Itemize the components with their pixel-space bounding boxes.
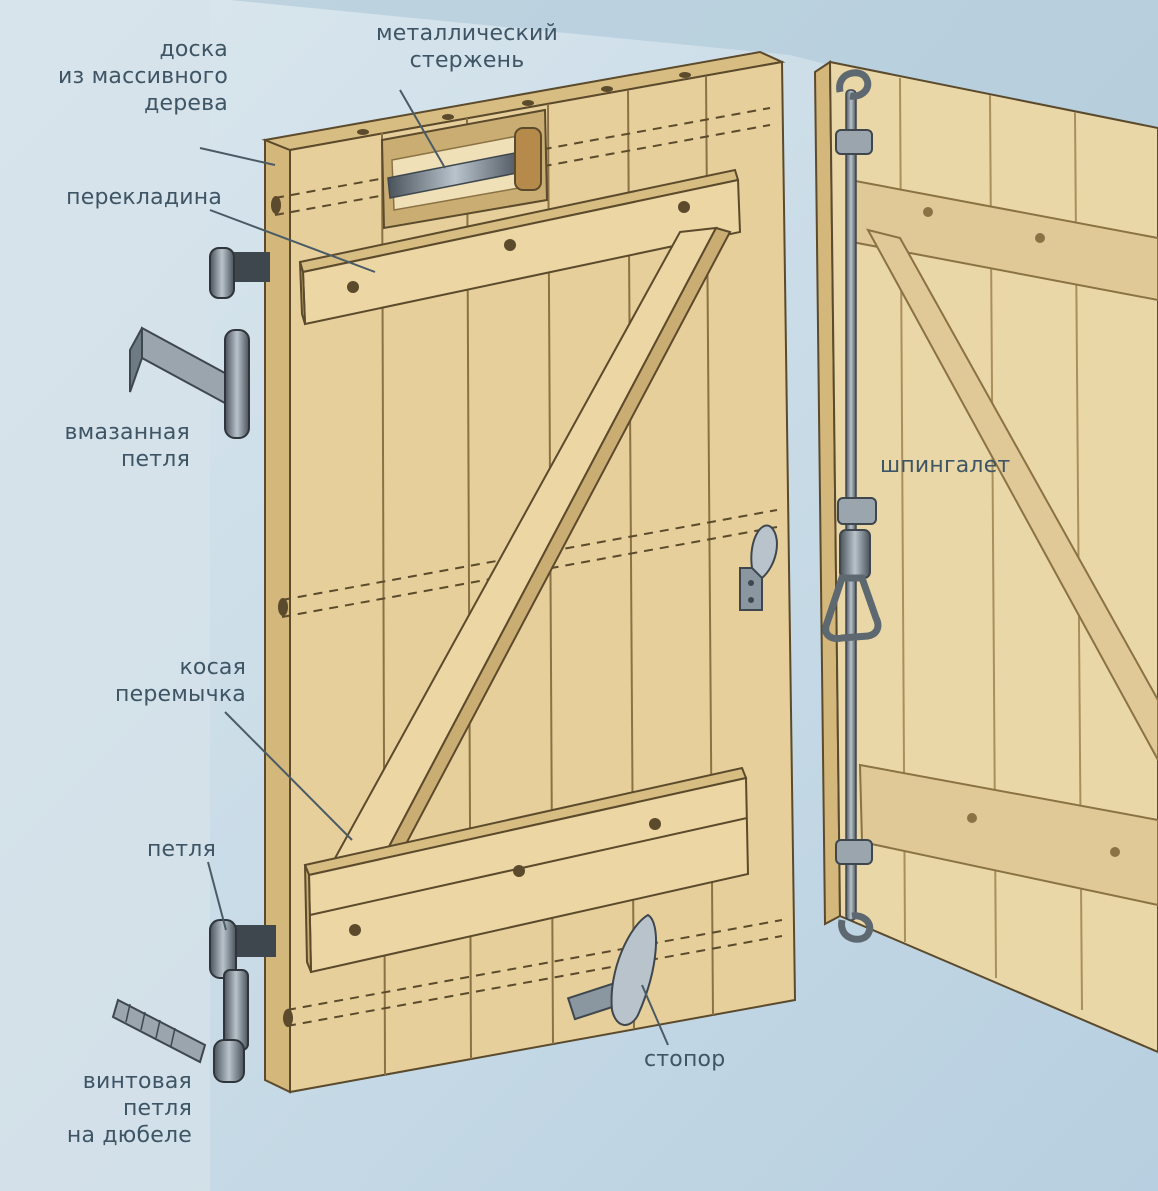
leader-diagonal <box>224 711 353 841</box>
left-shutter <box>261 50 797 1094</box>
bottom-hinge <box>209 919 276 979</box>
label-crossbar: перекладина <box>66 185 222 210</box>
leader-crossbar <box>209 209 376 273</box>
rod-cutaway <box>380 108 549 230</box>
bottom-crossbar <box>303 766 750 974</box>
top-hinge <box>209 247 270 299</box>
label-diagonal: косая перемычка <box>115 655 246 707</box>
leader-hinge <box>207 861 227 931</box>
label-espagnolette: шпингалет <box>880 453 1011 478</box>
label-hinge: петля <box>146 837 216 862</box>
right-diagonal <box>866 228 1158 761</box>
right-bottom-crossbar <box>858 763 1158 907</box>
espagnolette <box>822 69 882 943</box>
right-shutter <box>813 60 1158 1054</box>
wall-shadow-top <box>230 0 1158 150</box>
leader-lines <box>199 89 669 1046</box>
label-stopper: стопор <box>644 1047 726 1072</box>
stopper <box>566 913 657 1026</box>
hidden-dowels <box>274 107 783 1027</box>
screw-hinge <box>111 969 249 1083</box>
dowel-ends <box>271 196 293 1027</box>
latch-hook <box>739 524 778 611</box>
leader-rod <box>399 89 446 169</box>
top-crossbar <box>298 168 742 326</box>
label-rod: металлический стержень <box>376 21 558 73</box>
rod-end-nut <box>514 127 542 191</box>
leader-stopper <box>641 984 669 1046</box>
plank-top-notches <box>357 72 691 135</box>
leader-board <box>199 147 276 166</box>
label-screw-hinge: винтовая петля на дюбеле <box>66 1069 192 1148</box>
left-margin-strip <box>0 0 210 1191</box>
label-board: доска из массивного дерева <box>58 37 228 116</box>
embedded-hinge <box>129 326 250 439</box>
label-embedded-hinge: вмазанная петля <box>64 420 190 472</box>
